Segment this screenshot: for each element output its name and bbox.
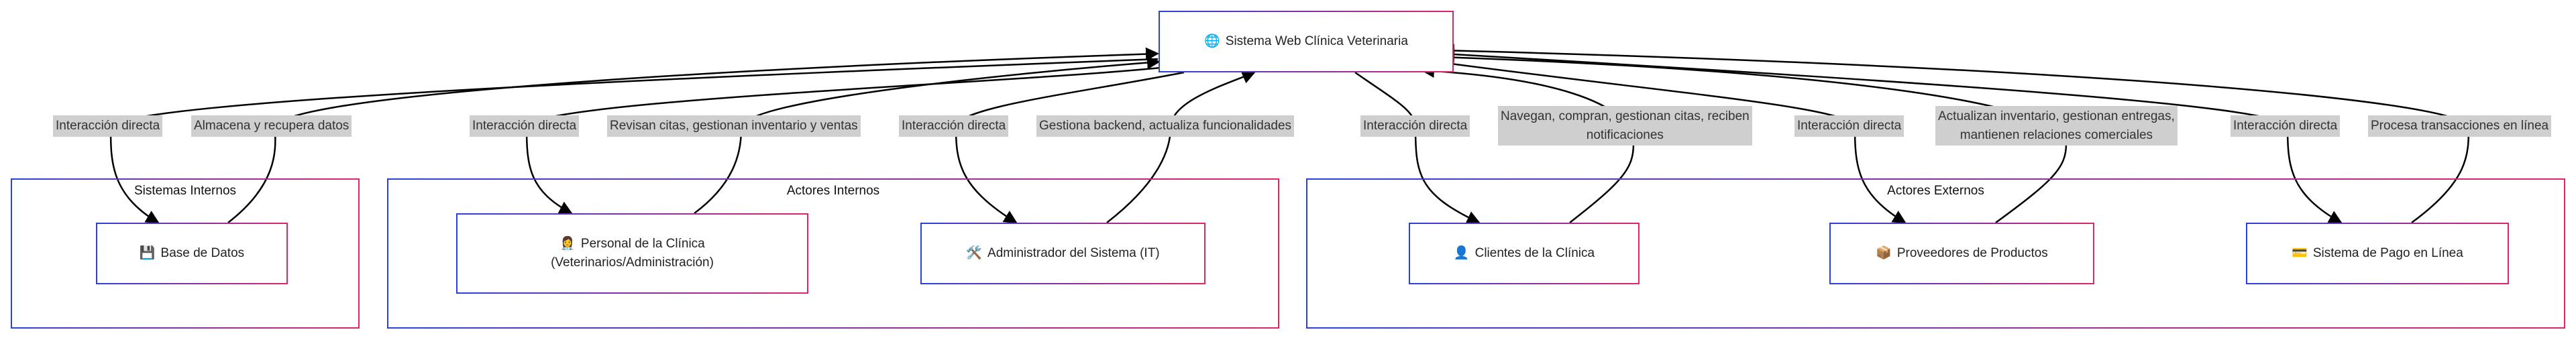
edge-label-clients-line1: Navegan, compran, gestionan citas, recib… — [1501, 109, 1750, 123]
edge-label-suppliers-line2: mantienen relaciones comerciales — [1960, 127, 2153, 142]
edge-label-db: Almacena y recupera datos — [191, 115, 352, 137]
edge-label-suppliers-line1: Actualizan inventario, gestionan entrega… — [1938, 109, 2175, 123]
edge-label-direct-staff: Interacción directa — [470, 115, 580, 137]
globe-icon: 🌐 — [1204, 34, 1220, 49]
edge-label-direct-clients: Interacción directa — [1360, 115, 1470, 137]
group-title: Actores Externos — [1887, 184, 1984, 198]
node-clientes-clinica[interactable]: 👤 Clientes de la Clínica — [1409, 223, 1640, 284]
edge-label-suppliers: Actualizan inventario, gestionan entrega… — [1935, 106, 2178, 146]
tools-icon: 🛠️ — [966, 246, 983, 261]
central-system-node[interactable]: 🌐 Sistema Web Clínica Veterinaria — [1159, 11, 1454, 72]
node-label-line1: Personal de la Clínica — [580, 237, 705, 251]
edge-label-direct-admin: Interacción directa — [899, 115, 1009, 137]
group-title: Actores Internos — [786, 184, 880, 198]
package-icon: 📦 — [1876, 246, 1892, 261]
edge-label-clients: Navegan, compran, gestionan citas, recib… — [1498, 106, 1752, 146]
edge-db-to-system — [227, 47, 1159, 223]
node-label: Sistema de Pago en Línea — [2312, 246, 2463, 261]
edge-label-direct-suppliers: Interacción directa — [1794, 115, 1904, 137]
credit-card-icon: 💳 — [2292, 246, 2308, 261]
person-icon: 👤 — [1453, 246, 1470, 261]
edge-label-staff: Revisan citas, gestionan inventario y ve… — [607, 115, 861, 137]
edge-label-direct-db: Interacción directa — [53, 115, 163, 137]
edge-label-clients-line2: notificaciones — [1586, 127, 1664, 142]
edge-system-to-staff — [525, 66, 1168, 215]
node-label: Administrador del Sistema (IT) — [987, 246, 1160, 261]
node-label: Sistema Web Clínica Veterinaria — [1225, 34, 1408, 49]
node-base-de-datos[interactable]: 💾 Base de Datos — [96, 223, 288, 284]
node-proveedores-productos[interactable]: 📦 Proveedores de Productos — [1829, 223, 2094, 284]
edge-staff-to-system — [694, 56, 1161, 215]
edge-label-direct-payment: Interacción directa — [2231, 115, 2341, 137]
edge-payment-to-system — [1441, 44, 2470, 224]
node-administrador-sistema[interactable]: 🛠️ Administrador del Sistema (IT) — [920, 223, 1205, 284]
node-label: Proveedores de Productos — [1896, 246, 2048, 261]
floppy-disk-icon: 💾 — [139, 246, 156, 261]
node-personal-clinica[interactable]: 👩‍⚕️ Personal de la Clínica (Veterinarios… — [456, 213, 808, 294]
group-title: Sistemas Internos — [133, 184, 237, 198]
node-label-line2: (Veterinarios/Administración) — [551, 256, 714, 270]
edge-system-to-payment — [1442, 52, 2343, 224]
node-label: Clientes de la Clínica — [1474, 246, 1595, 261]
edge-label-admin: Gestiona backend, actualiza funcionalida… — [1036, 115, 1295, 137]
edge-label-payment: Procesa transacciones en línea — [2368, 115, 2552, 137]
node-sistema-pago[interactable]: 💳 Sistema de Pago en Línea — [2246, 223, 2509, 284]
health-worker-icon: 👩‍⚕️ — [559, 237, 576, 251]
edge-system-to-db — [109, 58, 1159, 224]
node-label: Base de Datos — [160, 246, 245, 261]
